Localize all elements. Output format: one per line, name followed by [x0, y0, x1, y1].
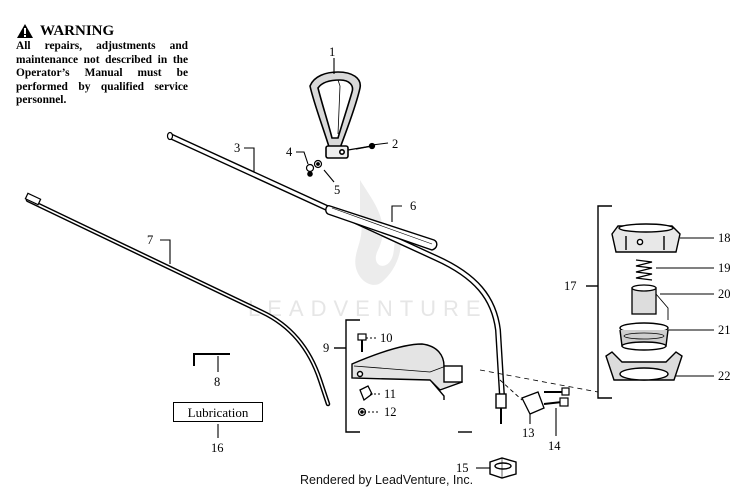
assembly-bracket-9 — [334, 319, 472, 433]
part-nut-12 — [357, 407, 367, 417]
part-drive-cable — [24, 192, 331, 407]
warning-header: WARNING — [16, 22, 188, 40]
part-number-11: 11 — [384, 387, 396, 401]
part-number-7: 7 — [147, 233, 153, 247]
part-number-9: 9 — [323, 341, 329, 355]
part-clip-11 — [359, 385, 373, 402]
part-nut-washer — [305, 159, 323, 177]
warning-notice: WARNING All repairs, adjustments and mai… — [16, 22, 188, 108]
leader-lines — [160, 58, 714, 469]
part-nut-15 — [489, 457, 517, 479]
watermark-text: LEADVENTURE — [248, 296, 488, 321]
part-screw-2 — [355, 142, 376, 150]
footer-credit: Rendered by LeadVenture, Inc. — [300, 473, 474, 487]
part-number-19: 19 — [718, 261, 731, 275]
part-number-21: 21 — [718, 323, 731, 337]
part-number-2: 2 — [392, 137, 398, 151]
part-number-16: 16 — [211, 441, 224, 455]
lubrication-label: Lubrication — [173, 402, 263, 422]
part-number-5: 5 — [334, 183, 340, 197]
part-number-20: 20 — [718, 287, 731, 301]
part-bolt-14 — [543, 387, 570, 407]
warning-body: All repairs, adjustments and maintenance… — [16, 40, 188, 107]
part-number-17: 17 — [564, 279, 577, 293]
part-number-4: 4 — [286, 145, 293, 159]
part-clamp — [499, 379, 545, 415]
part-spring — [635, 259, 653, 281]
part-handle — [309, 71, 373, 159]
part-spool-housing — [605, 351, 683, 381]
assembly-bracket-17 — [586, 205, 612, 399]
part-hex-key — [193, 353, 230, 366]
part-number-18: 18 — [718, 231, 731, 245]
part-grip-sleeve — [325, 205, 438, 251]
part-number-8: 8 — [214, 375, 220, 389]
part-number-labels: 1 2 3 4 5 6 7 8 9 10 11 12 13 14 15 16 1… — [147, 45, 731, 475]
part-debris-shield — [351, 343, 463, 400]
part-line-spool — [619, 322, 669, 351]
warning-title: WARNING — [40, 23, 115, 39]
part-number-3: 3 — [234, 141, 240, 155]
part-screw-10 — [357, 333, 367, 352]
part-number-14: 14 — [548, 439, 561, 453]
part-number-15: 15 — [456, 461, 469, 475]
part-spool-insert — [631, 284, 669, 320]
warning-triangle-icon — [17, 24, 33, 38]
part-number-10: 10 — [380, 331, 393, 345]
watermark-logo: LEADVENTURE — [248, 180, 488, 321]
part-drive-tube — [166, 131, 507, 424]
part-number-6: 6 — [410, 199, 416, 213]
part-number-22: 22 — [718, 369, 731, 383]
part-spool-cap — [611, 223, 681, 253]
part-number-1: 1 — [329, 45, 335, 59]
alignment-line — [479, 369, 599, 393]
part-number-12: 12 — [384, 405, 397, 419]
part-number-13: 13 — [522, 426, 535, 440]
